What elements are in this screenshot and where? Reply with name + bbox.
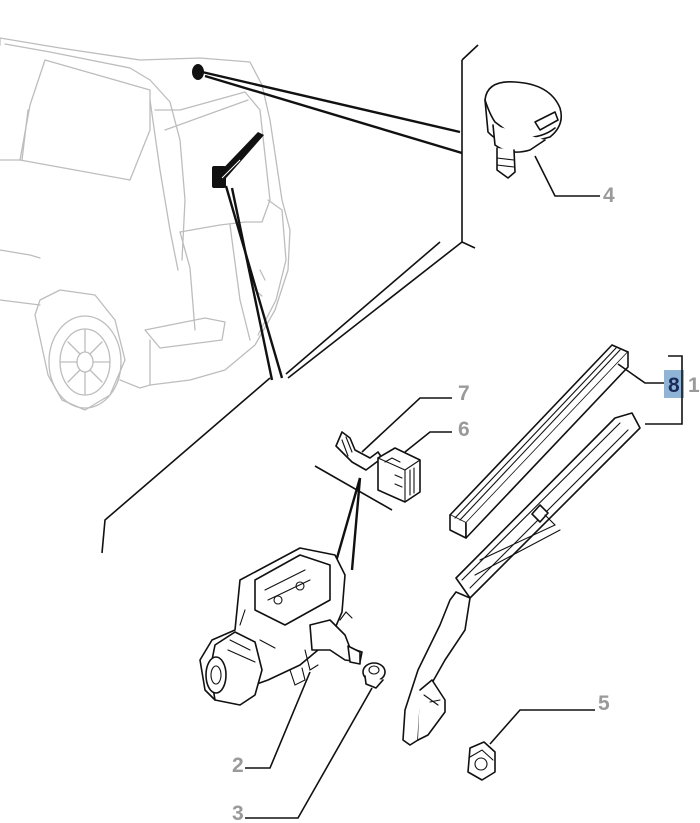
car-rear-illustration (0, 37, 291, 411)
callout-5: 5 (598, 692, 610, 715)
callout-1: 1 (688, 374, 700, 397)
part-connector-block (377, 431, 452, 503)
callout-2: 2 (232, 754, 244, 777)
part-wiper-blade (449, 344, 629, 539)
part-grommet (245, 662, 386, 819)
car-wiper-location (212, 132, 264, 188)
connection-lines (101, 44, 479, 571)
part-wiper-motor (199, 547, 363, 706)
callout-6: 6 (458, 418, 470, 441)
callout-8: 8 (668, 374, 680, 397)
callout-7: 7 (458, 382, 470, 405)
car-washer-nozzle-location (192, 64, 204, 80)
part-nut (467, 709, 595, 781)
part-washer-nozzle (484, 81, 600, 197)
part-terminal-clip (335, 397, 452, 471)
callout-4: 4 (603, 184, 615, 207)
callout-3: 3 (232, 802, 244, 823)
part-wiper-arm (402, 412, 641, 746)
callout-8-highlight (664, 370, 684, 398)
